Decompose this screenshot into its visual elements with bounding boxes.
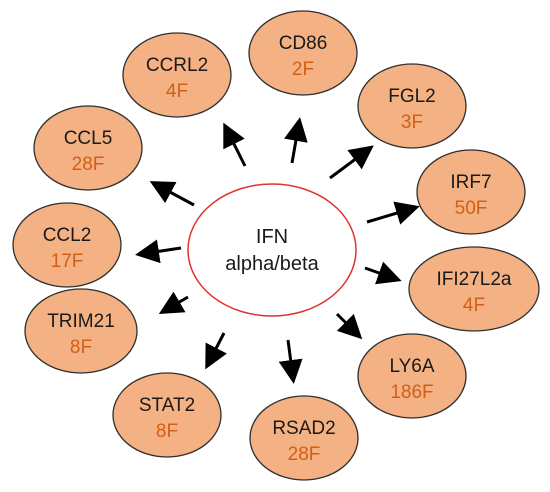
gene-node-trim21: TRIM21 8F bbox=[24, 288, 138, 374]
gene-node-stat2: STAT2 8F bbox=[112, 372, 222, 458]
fold-change: 2F bbox=[292, 59, 314, 80]
center-label-line1: IFN bbox=[256, 226, 288, 248]
gene-node-ellipse bbox=[357, 63, 467, 149]
center-ellipse bbox=[187, 183, 357, 317]
gene-name: RSAD2 bbox=[272, 418, 335, 439]
gene-name: TRIM21 bbox=[47, 311, 115, 332]
gene-node-ellipse bbox=[33, 105, 143, 191]
gene-node-rsad2: RSAD2 28F bbox=[249, 395, 359, 481]
gene-node-ccl2: CCL2 17F bbox=[12, 202, 122, 288]
gene-node-ifi27l2a: IFI27L2a 4F bbox=[408, 246, 540, 332]
gene-name: LY6A bbox=[389, 356, 434, 377]
gene-node-ellipse bbox=[12, 202, 122, 288]
arrow-to-ly6a bbox=[335, 312, 363, 340]
gene-node-ccrl2: CCRL2 4F bbox=[122, 32, 232, 118]
nodes-group: CD86 2F FGL2 3F IRF7 50F IFI27L2a 4F LY6A 186F RSA… bbox=[12, 10, 540, 481]
arrow-to-stat2 bbox=[205, 332, 227, 370]
fold-change: 50F bbox=[455, 198, 488, 219]
arrow-to-ifi27l2a bbox=[364, 261, 402, 285]
fold-change: 4F bbox=[463, 295, 485, 316]
gene-node-ellipse bbox=[408, 246, 540, 332]
gene-node-ellipse bbox=[24, 288, 138, 374]
arrow-to-ccrl2 bbox=[223, 122, 247, 167]
arrow-to-fgl2 bbox=[329, 145, 374, 180]
gene-node-ellipse bbox=[112, 372, 222, 458]
gene-node-ccl5: CCL5 28F bbox=[33, 105, 143, 191]
arrow-to-trim21 bbox=[158, 291, 189, 315]
arrow-to-cd86 bbox=[284, 117, 308, 164]
gene-name: CCL5 bbox=[64, 128, 113, 149]
fold-change: 8F bbox=[156, 421, 178, 442]
fold-change: 3F bbox=[401, 112, 423, 133]
gene-node-cd86: CD86 2F bbox=[248, 10, 358, 96]
gene-node-ellipse bbox=[416, 149, 526, 235]
gene-name: CCRL2 bbox=[146, 55, 208, 76]
fold-change: 4F bbox=[166, 81, 188, 102]
gene-node-ellipse bbox=[357, 333, 467, 419]
gene-name: IFI27L2a bbox=[437, 269, 512, 290]
arrow-to-rsad2 bbox=[278, 339, 303, 384]
gene-name: CD86 bbox=[279, 33, 328, 54]
gene-node-ellipse bbox=[248, 10, 358, 96]
gene-name: FGL2 bbox=[388, 86, 436, 107]
arrows-group bbox=[135, 117, 420, 384]
center-label-line2: alpha/beta bbox=[225, 253, 319, 275]
fold-change: 28F bbox=[288, 444, 321, 465]
arrow-to-ccl2 bbox=[135, 239, 182, 264]
fold-change: 8F bbox=[70, 337, 92, 358]
gene-name: IRF7 bbox=[450, 172, 491, 193]
gene-name: CCL2 bbox=[43, 225, 92, 246]
gene-name: STAT2 bbox=[139, 395, 195, 416]
fold-change: 17F bbox=[51, 251, 84, 272]
fold-change: 186F bbox=[390, 382, 433, 403]
arrow-to-ccl5 bbox=[149, 181, 195, 207]
arrow-to-irf7 bbox=[366, 201, 420, 225]
gene-node-irf7: IRF7 50F bbox=[416, 149, 526, 235]
gene-node-ellipse bbox=[249, 395, 359, 481]
gene-node-fgl2: FGL2 3F bbox=[357, 63, 467, 149]
gene-node-ly6a: LY6A 186F bbox=[357, 333, 467, 419]
fold-change: 28F bbox=[72, 154, 105, 175]
gene-node-ellipse bbox=[122, 32, 232, 118]
